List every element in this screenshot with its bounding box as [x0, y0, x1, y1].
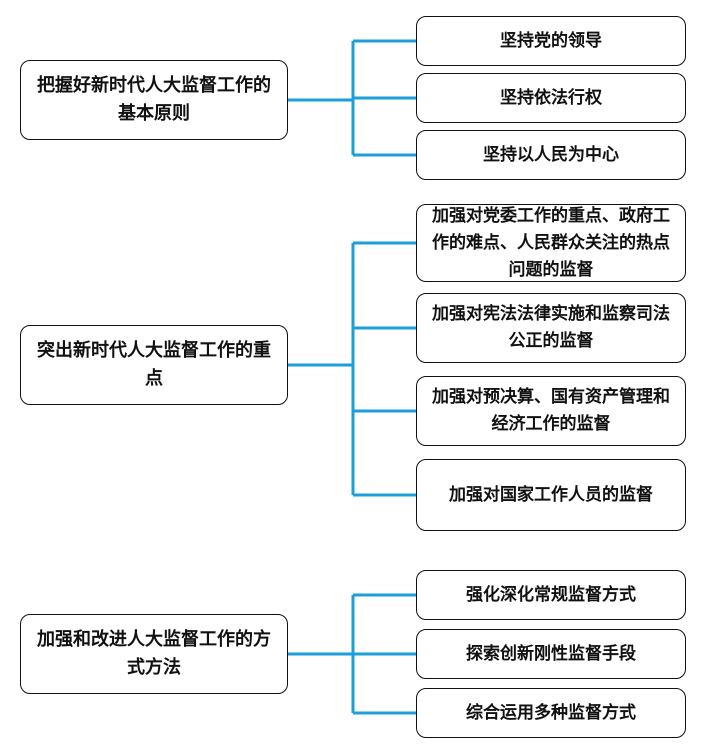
- group-3-child-3: 综合运用多种监督方式: [416, 688, 686, 738]
- group-2-child-1: 加强对党委工作的重点、政府工作的难点、人民群众关注的热点问题的监督: [416, 204, 686, 282]
- group-2-child-3: 加强对预决算、国有资产管理和经济工作的监督: [416, 376, 686, 446]
- group-1-child-2: 坚持依法行权: [416, 73, 686, 123]
- group-1-child-3: 坚持以人民为中心: [416, 130, 686, 180]
- group-1-child-1: 坚持党的领导: [416, 16, 686, 66]
- group-2-child-2: 加强对宪法法律实施和监察司法公正的监督: [416, 293, 686, 363]
- group-3-child-1: 强化深化常规监督方式: [416, 570, 686, 620]
- group-2-root: 突出新时代人大监督工作的重点: [20, 325, 288, 405]
- group-3-root: 加强和改进人大监督工作的方式方法: [20, 614, 288, 694]
- group-2-child-4: 加强对国家工作人员的监督: [416, 459, 686, 531]
- group-1-root: 把握好新时代人大监督工作的基本原则: [20, 60, 288, 140]
- group-3-child-2: 探索创新刚性监督手段: [416, 629, 686, 679]
